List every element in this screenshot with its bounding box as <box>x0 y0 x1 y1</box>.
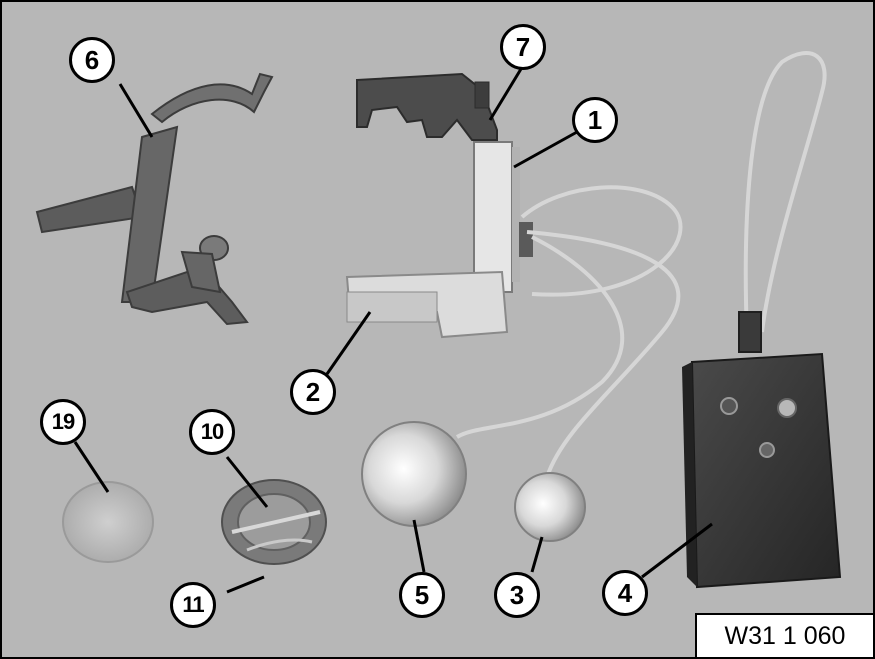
callout-4: 4 <box>602 570 648 616</box>
disc-19 <box>62 481 154 563</box>
measuring-bracket <box>345 141 533 339</box>
holder-block <box>356 72 498 141</box>
gauge-cables <box>455 51 827 478</box>
leader-lines <box>73 63 713 594</box>
electronic-box <box>682 311 842 589</box>
callout-3: 3 <box>494 572 540 618</box>
callout-5: 5 <box>399 572 445 618</box>
callout-1: 1 <box>572 97 618 143</box>
gauge-discs <box>361 421 586 542</box>
callout-6: 6 <box>69 37 115 83</box>
disc-10-11 <box>221 479 327 565</box>
shift-fork <box>35 72 274 326</box>
figure-code-label: W31 1 060 <box>695 613 873 657</box>
callout-7: 7 <box>500 24 546 70</box>
callout-11: 11 <box>170 582 216 628</box>
callout-2: 2 <box>290 369 336 415</box>
callout-10: 10 <box>189 409 235 455</box>
callout-19: 19 <box>40 399 86 445</box>
